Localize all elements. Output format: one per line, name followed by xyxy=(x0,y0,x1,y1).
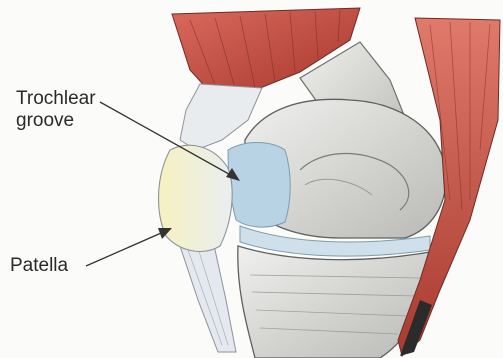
patella-leader xyxy=(86,230,168,266)
patellar-tendon xyxy=(178,236,236,352)
trochlear-groove xyxy=(228,143,290,228)
trochlear-groove-label-line1: Trochlear xyxy=(16,88,96,110)
patella-label: Patella xyxy=(10,255,68,277)
trochlear-groove-label: Trochlear groove xyxy=(16,88,96,132)
patella xyxy=(159,145,233,251)
trochlear-groove-label-line2: groove xyxy=(16,110,96,132)
